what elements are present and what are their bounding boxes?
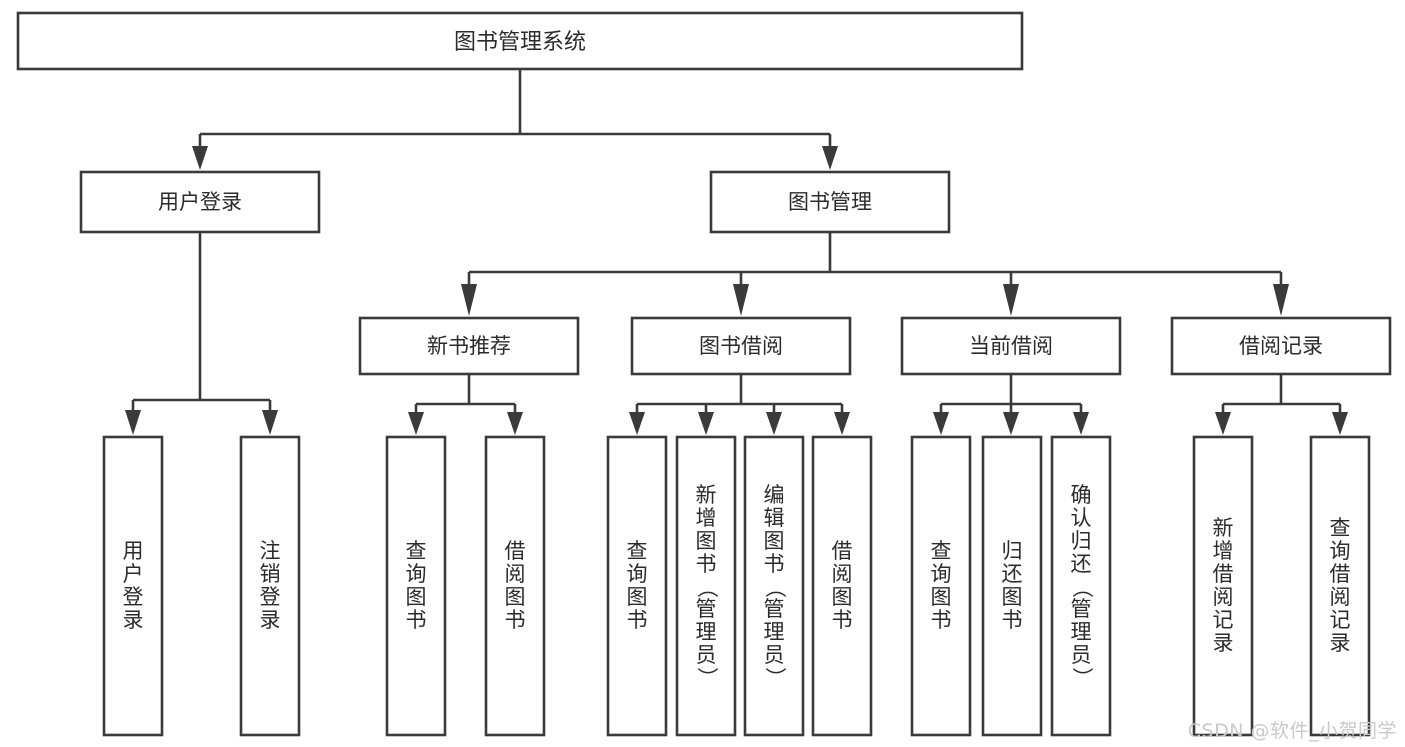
- node-new-book-rec[interactable]: 新书推荐: [358, 316, 580, 376]
- node-borrow-record-label: 借阅记录: [1239, 334, 1323, 358]
- arrow-head-leaf-user-login: [125, 410, 141, 435]
- node-book-manage-label: 图书管理: [788, 190, 872, 214]
- node-current-borrow-label: 当前借阅: [969, 334, 1053, 358]
- node-root-label: 图书管理系统: [454, 30, 586, 55]
- arrow-head-leaf-rec-query2: [1332, 412, 1348, 435]
- node-book-manage[interactable]: 图书管理: [709, 170, 951, 234]
- watermark: CSDN @软件_小贺同学: [1187, 720, 1397, 742]
- arrow-head-borrow-record: [1273, 284, 1289, 316]
- node-leaf-user-login-box[interactable]: [102, 435, 164, 737]
- node-leaf-rec-borrow-box[interactable]: [484, 435, 546, 737]
- arrow-head-leaf-cur-return: [1003, 412, 1019, 435]
- node-user-login-box[interactable]: [79, 170, 321, 234]
- arrow-head-leaf-borrow-lend: [834, 412, 850, 435]
- node-root-box[interactable]: [16, 11, 1024, 71]
- arrow-head-leaf-borrow-edit: [766, 412, 782, 435]
- node-borrow-record-box[interactable]: [1170, 316, 1392, 376]
- node-leaf-cur-return-box[interactable]: [981, 435, 1043, 737]
- node-borrow-record[interactable]: 借阅记录: [1170, 316, 1392, 376]
- arrow-head-book-borrow: [733, 284, 749, 316]
- node-current-borrow[interactable]: 当前借阅: [900, 316, 1122, 376]
- node-new-book-rec-box[interactable]: [358, 316, 580, 376]
- arrow-head-leaf-borrow-add: [698, 412, 714, 435]
- arrow-head-leaf-rec-borrow: [507, 412, 523, 435]
- node-leaf-rec-add-box[interactable]: [1192, 435, 1254, 737]
- node-book-borrow-box[interactable]: [630, 316, 852, 376]
- node-leaf-borrow-lend-box[interactable]: [811, 435, 873, 737]
- arrow-head-leaf-rec-query: [408, 412, 424, 435]
- connectors: [125, 69, 1348, 435]
- node-book-borrow[interactable]: 图书借阅: [630, 316, 852, 376]
- arrow-head-new-book-rec: [461, 284, 477, 316]
- node-leaf-cur-query-box[interactable]: [910, 435, 972, 737]
- node-book-borrow-label: 图书借阅: [699, 334, 783, 358]
- node-current-borrow-box[interactable]: [900, 316, 1122, 376]
- node-user-login-label: 用户登录: [158, 190, 242, 214]
- arrow-head-leaf-borrow-query: [629, 412, 645, 435]
- node-leaf-cur-confirm-box[interactable]: [1050, 435, 1112, 737]
- node-leaf-borrow-add-box[interactable]: [675, 435, 737, 737]
- arrow-head-leaf-user-logout: [262, 410, 278, 435]
- arrow-head-leaf-rec-add: [1215, 412, 1231, 435]
- arrow-head-user-login: [192, 146, 208, 170]
- leaf-boxes: [102, 435, 1371, 737]
- node-book-manage-box[interactable]: [709, 170, 951, 234]
- node-leaf-rec-query2-box[interactable]: [1309, 435, 1371, 737]
- node-new-book-rec-label: 新书推荐: [427, 334, 511, 358]
- arrow-head-leaf-cur-query: [933, 412, 949, 435]
- node-user-login[interactable]: 用户登录: [79, 170, 321, 234]
- node-leaf-borrow-edit-box[interactable]: [743, 435, 805, 737]
- node-leaf-user-logout-box[interactable]: [239, 435, 301, 737]
- node-leaf-borrow-query-box[interactable]: [606, 435, 668, 737]
- node-leaf-rec-query-box[interactable]: [385, 435, 447, 737]
- arrow-head-current-borrow: [1003, 284, 1019, 316]
- node-root[interactable]: 图书管理系统: [16, 11, 1024, 71]
- arrow-head-leaf-cur-confirm: [1073, 412, 1089, 435]
- arrow-head-book-manage: [822, 146, 838, 170]
